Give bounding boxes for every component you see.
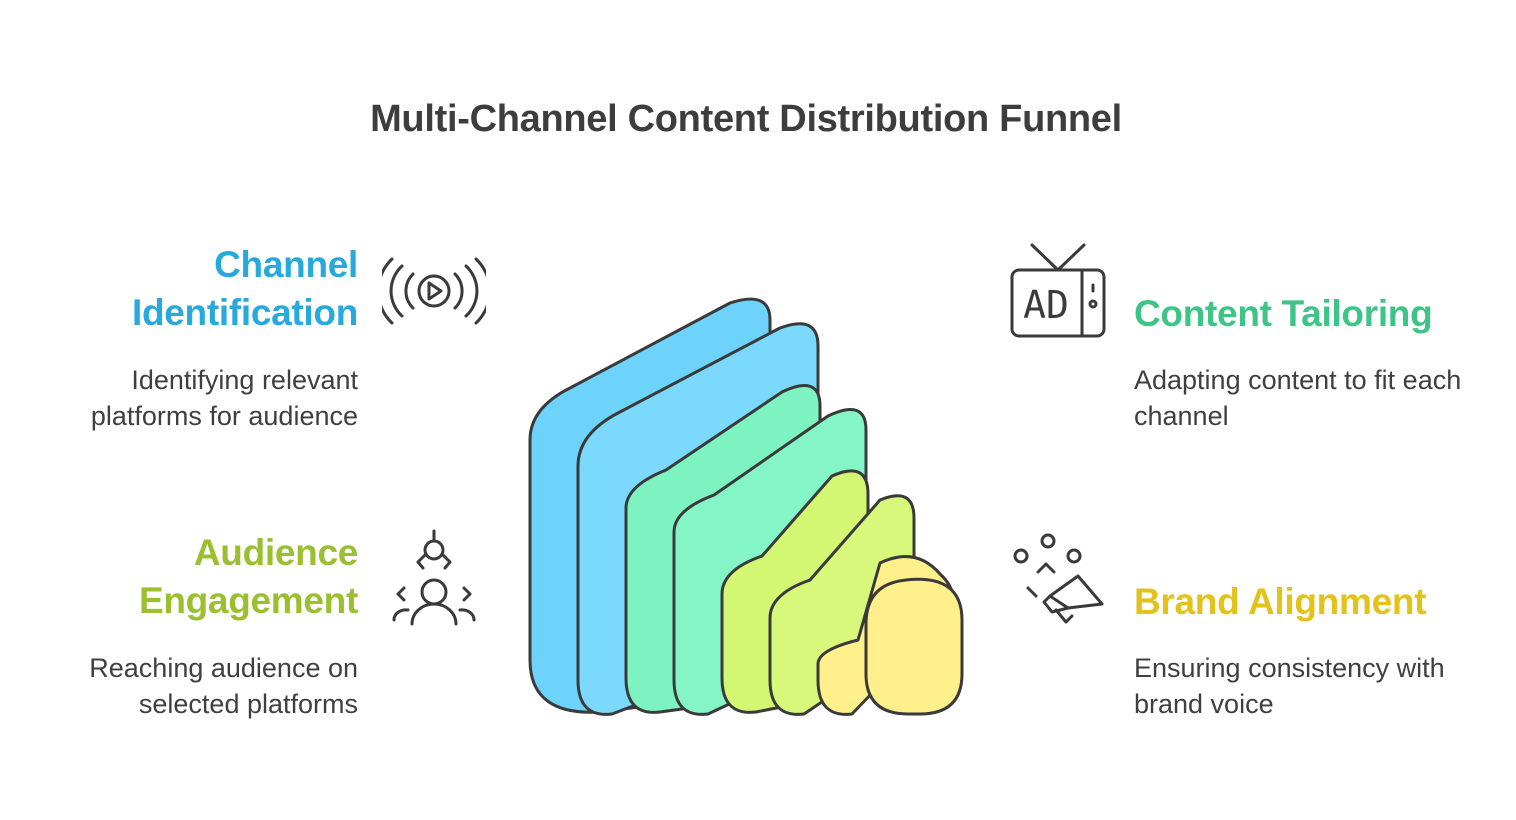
- audience-engagement-heading: Audience Engagement: [138, 532, 358, 621]
- audience-magnet-icon: [392, 529, 476, 626]
- funnel-layer-yellow: [816, 555, 964, 716]
- tv-ad-label: AD: [1023, 283, 1069, 327]
- video-broadcast-icon: [382, 257, 486, 325]
- audience-engagement-description: Reaching audience on selected platforms: [89, 653, 358, 719]
- content-tailoring-heading: Content Tailoring: [1134, 293, 1433, 334]
- brand-alignment-heading: Brand Alignment: [1134, 581, 1427, 622]
- channel-identification-description: Identifying relevant platforms for audie…: [90, 365, 358, 431]
- megaphone-icon: [1013, 533, 1104, 624]
- diagram-title: Multi-Channel Content Distribution Funne…: [370, 98, 1122, 140]
- channel-identification-heading: Channel Identification: [131, 244, 358, 333]
- tv-ad-icon: AD: [1010, 243, 1106, 338]
- funnel-graphic: [528, 297, 964, 716]
- brand-alignment-description: Ensuring consistency with brand voice: [1134, 653, 1445, 719]
- content-tailoring-description: Adapting content to fit each channel: [1134, 365, 1462, 431]
